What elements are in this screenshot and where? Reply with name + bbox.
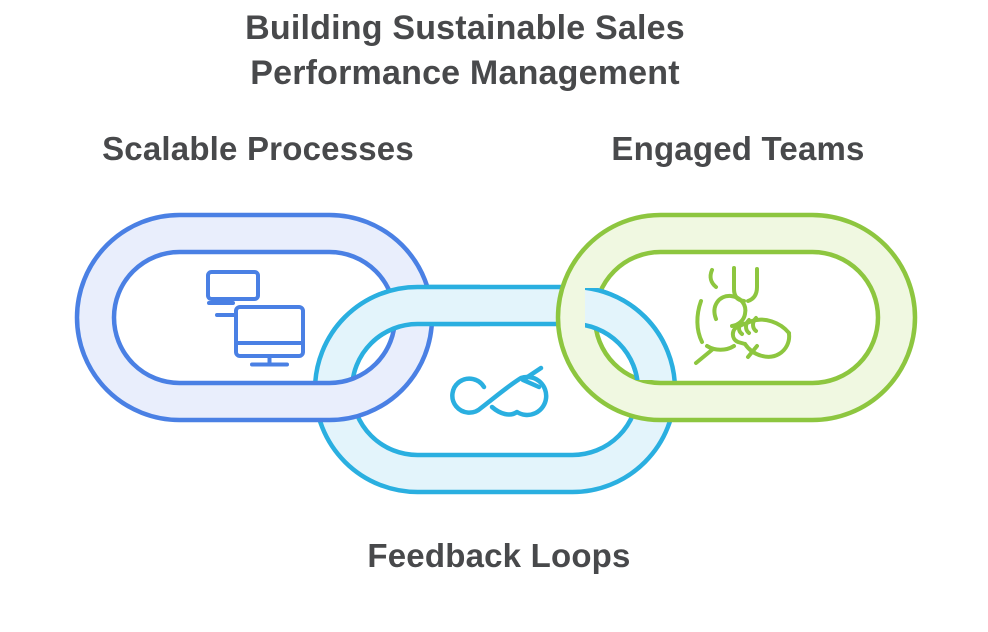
hands-together-icon	[694, 266, 792, 365]
label-feedback-loops: Feedback Loops	[367, 537, 631, 574]
page-title: Building Sustainable Sales Performance M…	[160, 6, 770, 96]
dual-monitors-icon	[206, 270, 305, 367]
label-scalable-processes: Scalable Processes	[102, 130, 414, 167]
page-title-line-2: Performance Management	[250, 54, 680, 92]
page-title-line-1: Building Sustainable Sales	[245, 9, 685, 47]
infinity-sync-icon	[450, 365, 549, 418]
label-engaged-teams: Engaged Teams	[611, 130, 865, 167]
